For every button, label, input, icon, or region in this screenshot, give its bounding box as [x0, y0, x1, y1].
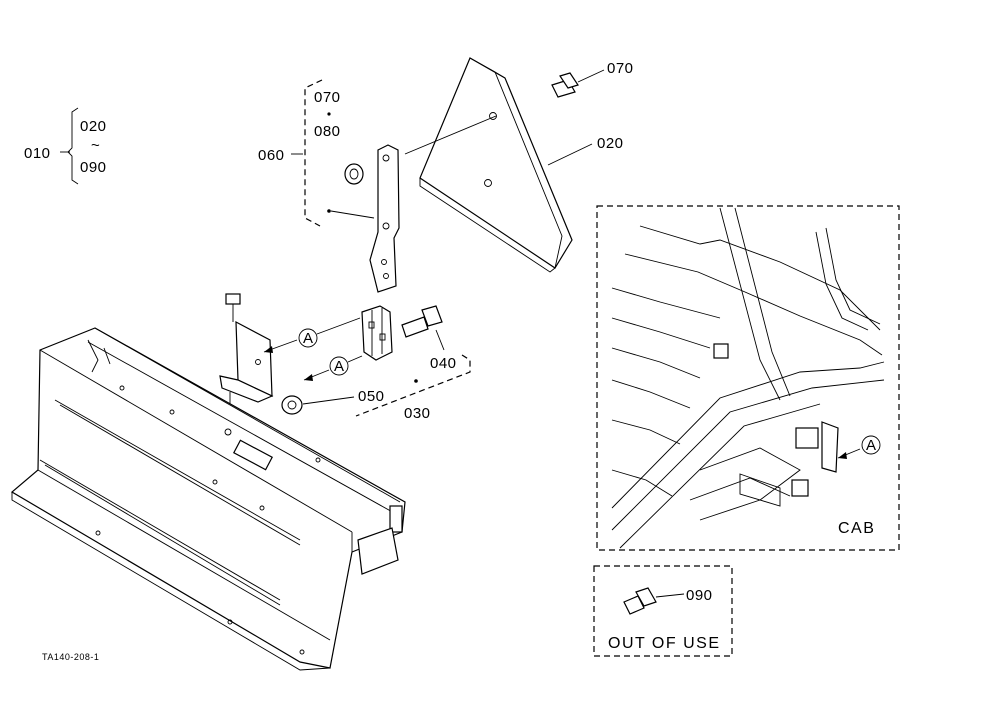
- assembly-060-label: 060 070 080: [258, 79, 375, 227]
- part-label-050: 050: [358, 388, 385, 405]
- part-label-070: 070: [607, 60, 634, 77]
- bolt-070: 070: [404, 60, 634, 155]
- cab-detail-view: A CAB: [596, 205, 900, 551]
- cargo-bed-panel: [10, 327, 406, 671]
- callout-a-label-1: A: [303, 330, 314, 347]
- callout-a-upper: A: [263, 317, 361, 353]
- bracket-arm-060: [369, 144, 400, 293]
- nut-080: [344, 163, 364, 185]
- part-label-090-range: 090: [80, 159, 107, 176]
- part-label-060: 060: [258, 147, 285, 164]
- part-label-020: 020: [597, 135, 624, 152]
- range-tilde: ~: [91, 137, 100, 154]
- nut-050: 050: [281, 388, 385, 415]
- part-label-070-group: 070: [314, 89, 341, 106]
- assembly-010-label: 010 020 ~ 090: [24, 107, 107, 185]
- callout-a-label-2: A: [334, 358, 345, 375]
- part-label-090: 090: [686, 587, 713, 604]
- out-of-use-box: 090 OUT OF USE: [593, 565, 733, 657]
- angle-bracket-left: [219, 293, 274, 412]
- hinge-bracket-030: 030: [355, 305, 471, 422]
- callout-a-lower: A: [303, 355, 363, 381]
- cab-label: CAB: [838, 520, 875, 537]
- out-of-use-label: OUT OF USE: [608, 635, 721, 652]
- callout-a-label-cab: A: [866, 437, 877, 454]
- drawing-code: TA140-208-1: [42, 652, 99, 662]
- part-label-080: 080: [314, 123, 341, 140]
- part-label-040: 040: [430, 355, 457, 372]
- part-label-010: 010: [24, 145, 51, 162]
- part-label-030: 030: [404, 405, 431, 422]
- bolt-040: 040: [401, 305, 457, 372]
- triangle-reflector-plate: 020: [419, 57, 624, 273]
- part-label-020-range: 020: [80, 118, 107, 135]
